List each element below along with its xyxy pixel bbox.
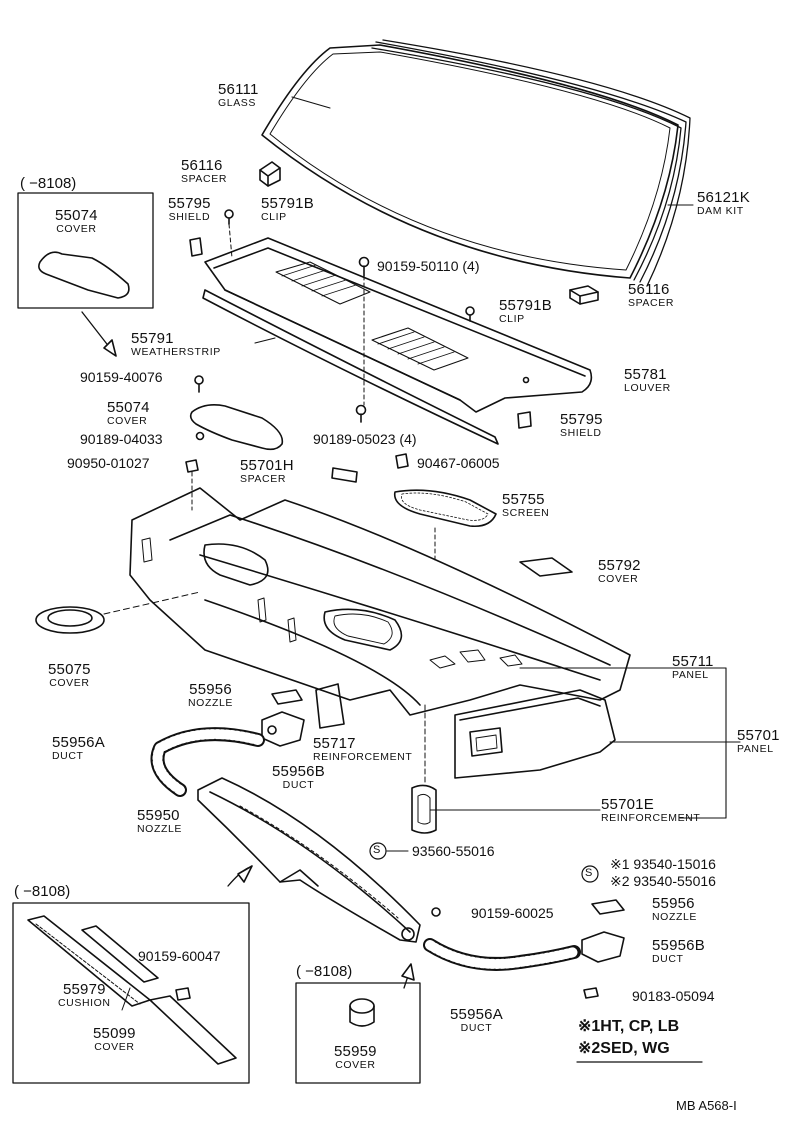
label-90950-01027: 90950-01027 <box>67 455 150 471</box>
s-mark: S <box>585 867 593 879</box>
period-tag: ( −8108) <box>296 963 353 980</box>
label-93560-55016: 93560-55016 <box>412 843 495 859</box>
corrugated-duct-shape <box>423 938 581 971</box>
bolt-icon <box>431 907 441 917</box>
label-90159-50110: 90159-50110 (4) <box>377 258 480 274</box>
clip-icon <box>355 404 367 423</box>
period-tag: ( −8108) <box>14 883 71 900</box>
label-93540-15016: ※1 93540-15016 <box>610 856 716 872</box>
nozzle-55956-shape <box>591 899 625 915</box>
weatherstrip-shape <box>202 289 499 445</box>
label-90159-60047: 90159-60047 <box>138 948 221 964</box>
label-90467-06005: 90467-06005 <box>417 455 500 471</box>
bolt-icon <box>195 431 205 441</box>
bracket-lines <box>429 667 741 819</box>
cover-55959-shape <box>349 998 375 1027</box>
label-90189-05023: 90189-05023 (4) <box>313 431 417 447</box>
duct-55956b-shape <box>581 931 625 963</box>
label-90159-60025: 90159-60025 <box>471 905 554 921</box>
shield-icon <box>517 411 532 429</box>
clip-icon <box>465 306 475 322</box>
spacer-icon <box>259 161 281 187</box>
spacer-55701h-shape <box>331 467 358 483</box>
reinforcement-55701e-shape <box>411 784 437 834</box>
nozzle-55956-shape <box>271 689 303 705</box>
lower-panel-shape <box>454 689 616 779</box>
louver-shape <box>204 237 593 413</box>
shield-icon <box>189 237 203 257</box>
label-90159-40076: 90159-40076 <box>80 369 163 385</box>
label-90189-04033: 90189-04033 <box>80 431 163 447</box>
footer-code: MB A568-I <box>676 1098 737 1113</box>
defroster-nozzle-shape <box>197 777 421 943</box>
legend-line-2: ※2SED, WG <box>578 1040 670 1057</box>
bolt-icon <box>194 375 204 393</box>
windshield-glass-shape <box>261 44 679 279</box>
label-90183-05094: 90183-05094 <box>632 988 715 1004</box>
reinforcement-55717-shape <box>315 683 345 729</box>
cover-55792-shape <box>519 557 573 577</box>
cover-55075-shape <box>35 606 105 634</box>
screen-shape <box>393 489 497 528</box>
dam-kit-shape <box>371 39 691 287</box>
clip-icon <box>395 453 409 469</box>
duct-55956b-shape <box>261 711 305 747</box>
cowl-panel-shape <box>129 487 631 716</box>
clip-icon <box>583 987 599 999</box>
bolt-icon <box>175 987 191 1001</box>
label-93540-55016: ※2 93540-55016 <box>610 873 716 889</box>
spacer-icon <box>569 285 599 305</box>
nut-icon <box>185 459 199 473</box>
period-tag: ( −8108) <box>20 175 77 192</box>
s-mark: S <box>373 844 381 856</box>
cushion-cover-inset-shape <box>27 915 237 1065</box>
legend-line-1: ※1HT, CP, LB <box>578 1018 680 1035</box>
cover-55074-inset-shape <box>38 251 130 299</box>
bolt-icon <box>358 256 370 277</box>
cover-55074-shape <box>189 404 284 451</box>
corrugated-duct-shape <box>150 727 265 797</box>
clip-icon <box>224 209 234 225</box>
